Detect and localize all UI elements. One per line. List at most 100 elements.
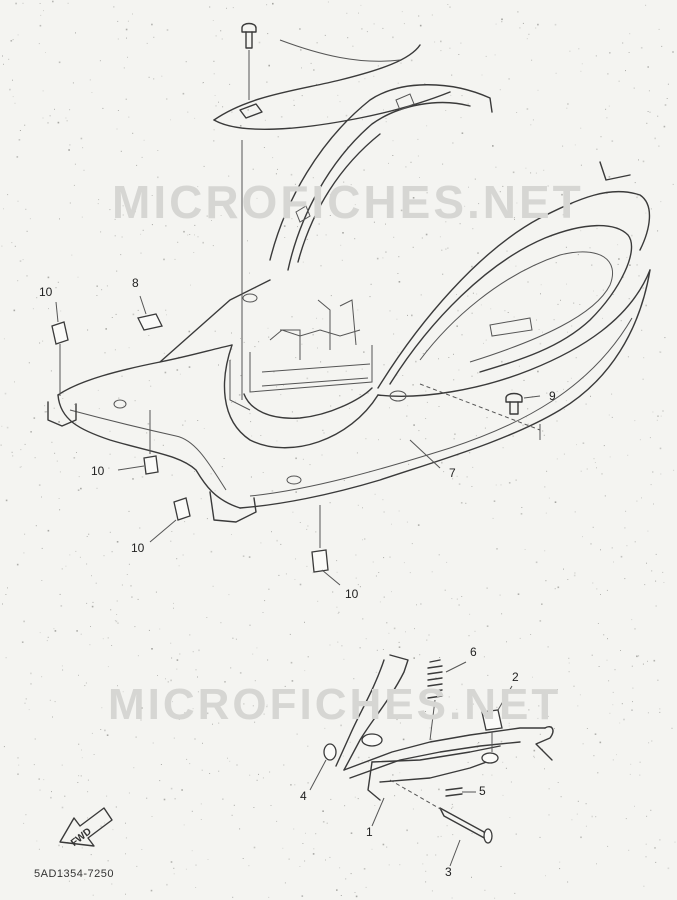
speckle-dot xyxy=(284,882,286,884)
speckle-dot xyxy=(161,75,163,77)
speckle-dot xyxy=(260,435,262,436)
speckle-dot xyxy=(357,309,359,311)
speckle-dot xyxy=(283,764,285,766)
speckle-dot xyxy=(87,791,89,793)
speckle-dot xyxy=(182,92,185,95)
speckle-dot xyxy=(80,633,82,635)
speckle-dot xyxy=(606,117,608,119)
speckle-dot xyxy=(21,641,24,643)
speckle-dot xyxy=(18,764,20,766)
speckle-dot xyxy=(393,236,395,238)
speckle-dot xyxy=(378,572,380,573)
speckle-dot xyxy=(607,638,608,640)
speckle-dot xyxy=(578,48,580,50)
callout-8: 8 xyxy=(132,276,139,290)
speckle-dot xyxy=(650,809,652,811)
speckle-dot xyxy=(249,272,250,274)
speckle-dot xyxy=(467,295,469,297)
speckle-dot xyxy=(438,406,440,407)
speckle-dot xyxy=(17,200,19,202)
speckle-dot xyxy=(645,856,647,858)
speckle-dot xyxy=(263,713,265,715)
speckle-dot xyxy=(344,805,346,807)
speckle-dot xyxy=(582,442,585,444)
speckle-dot xyxy=(507,312,509,313)
speckle-dot xyxy=(302,795,303,797)
speckle-dot xyxy=(84,685,86,687)
speckle-dot xyxy=(452,478,454,480)
speckle-dot xyxy=(247,109,249,111)
speckle-dot xyxy=(611,416,613,418)
speckle-dot xyxy=(258,773,259,775)
speckle-dot xyxy=(357,504,359,506)
speckle-dot xyxy=(240,338,241,339)
speckle-dot xyxy=(106,734,109,736)
speckle-dot xyxy=(174,258,176,260)
speckle-dot xyxy=(80,487,82,490)
speckle-dot xyxy=(577,705,579,707)
speckle-dot xyxy=(375,671,377,673)
speckle-dot xyxy=(487,674,489,676)
speckle-dot xyxy=(338,611,340,613)
speckle-dot xyxy=(354,892,356,893)
speckle-dot xyxy=(142,229,144,231)
speckle-dot xyxy=(248,556,251,558)
speckle-dot xyxy=(364,78,366,80)
speckle-dot xyxy=(87,779,89,781)
speckle-dot xyxy=(81,216,83,218)
speckle-dot xyxy=(146,432,148,434)
speckle-dot xyxy=(153,439,155,441)
speckle-dot xyxy=(538,705,540,707)
speckle-dot xyxy=(454,714,456,716)
speckle-dot xyxy=(236,764,238,766)
speckle-dot xyxy=(548,497,550,499)
speckle-dot xyxy=(511,389,513,391)
speckle-dot xyxy=(339,395,341,397)
speckle-dot xyxy=(542,748,543,750)
speckle-dot xyxy=(54,701,56,703)
speckle-dot xyxy=(102,107,104,109)
speckle-dot xyxy=(249,624,251,626)
speckle-dot xyxy=(89,79,91,81)
speckle-dot xyxy=(68,880,70,882)
leader-lines-lower xyxy=(309,661,513,867)
speckle-dot xyxy=(181,789,183,791)
speckle-dot xyxy=(361,760,363,762)
speckle-dot xyxy=(282,847,284,849)
speckle-dot xyxy=(220,30,222,32)
speckle-dot xyxy=(60,605,63,607)
speckle-dot xyxy=(366,31,368,33)
speckle-dot xyxy=(383,557,385,559)
speckle-dot xyxy=(437,836,439,838)
speckle-dot xyxy=(184,420,186,422)
speckle-dot xyxy=(148,629,150,631)
speckle-dot xyxy=(7,587,8,589)
speckle-dot xyxy=(330,295,332,297)
speckle-dot xyxy=(398,256,400,258)
speckle-dot xyxy=(535,27,537,29)
speckle-dot xyxy=(45,52,46,53)
speckle-dot xyxy=(295,357,297,359)
speckle-dot xyxy=(604,495,606,497)
speckle-dot xyxy=(143,139,145,141)
speckle-dot xyxy=(411,543,413,545)
speckle-dot xyxy=(535,172,537,174)
speckle-dot xyxy=(634,182,636,184)
speckle-dot xyxy=(3,63,4,65)
speckle-dot xyxy=(86,563,88,565)
speckle-dot xyxy=(194,738,196,740)
speckle-dot xyxy=(329,644,331,646)
speckle-dot xyxy=(192,651,194,653)
speckle-dot xyxy=(373,23,375,25)
speckle-dot xyxy=(517,11,519,13)
speckle-dot xyxy=(30,683,32,685)
speckle-dot xyxy=(233,804,235,806)
speckle-dot xyxy=(141,849,143,850)
speckle-dot xyxy=(642,160,645,163)
speckle-dot xyxy=(292,511,294,513)
speckle-dot xyxy=(54,108,55,110)
speckle-dot xyxy=(461,683,463,686)
speckle-dot xyxy=(61,568,63,570)
speckle-dot xyxy=(446,825,448,827)
speckle-dot xyxy=(431,571,433,573)
